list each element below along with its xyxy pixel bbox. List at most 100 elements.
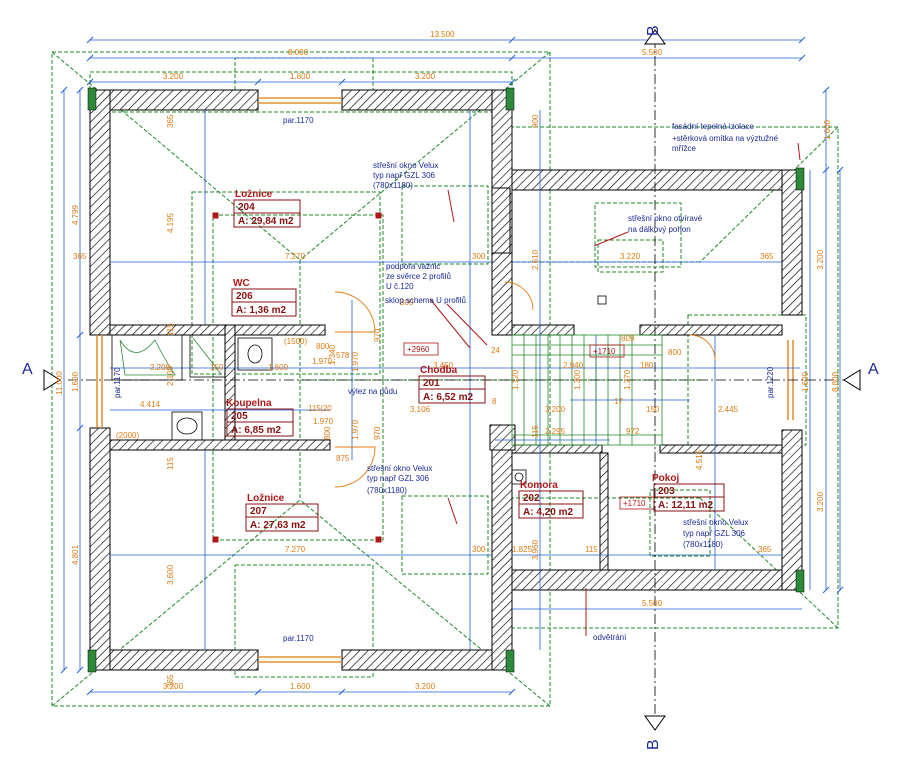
velux-markers <box>212 142 801 636</box>
dim-right-mid: 1.600 <box>801 371 810 392</box>
note-velux-right: střešní okno Velux typ např GZL 306 (780… <box>683 518 748 549</box>
room-area: A: 27,63 m2 <box>250 520 306 531</box>
svg-text:střešní okno Velux: střešní okno Velux <box>373 161 438 170</box>
dim-4195: 4.195 <box>166 212 175 233</box>
svg-text:(780x1180): (780x1180) <box>683 540 723 549</box>
dim-right-block-top: 5.500 <box>642 48 663 57</box>
dim-3106: 3.106 <box>410 405 431 414</box>
dim-1970-a: 1.970 <box>313 417 334 426</box>
room-label-203: Pokoj 203 A: 12,11 m2 <box>652 473 725 512</box>
dim-970-b: 970 <box>373 426 382 440</box>
corner-insulation <box>87 87 805 673</box>
section-mark-b-bottom: B <box>645 739 662 750</box>
note-slope: sklop schema U profilů <box>385 296 466 305</box>
dim-1970-c: 1.970 <box>351 351 360 372</box>
svg-text:+stěrková omítka na výztužné: +stěrková omítka na výztužné <box>672 134 779 143</box>
svg-text:(780x1180): (780x1180) <box>373 181 413 190</box>
dim-2209: 2.209 <box>150 363 171 372</box>
dim-7270-lower: 7.270 <box>285 545 306 554</box>
dim-bottom-seg3: 3.200 <box>415 682 436 691</box>
dim-800-a: 800 <box>316 342 330 351</box>
dim-875: 875 <box>336 454 350 463</box>
note-facade: fasádní tepelná izolace +stěrková omítka… <box>672 122 779 153</box>
dim-2000: (2000) <box>116 431 139 440</box>
dim-300-b: 300 <box>472 545 486 554</box>
dim-809: 809 <box>621 334 635 343</box>
staircase <box>511 334 663 446</box>
room-area: A: 1,36 m2 <box>236 305 286 316</box>
dim-bottom-right: 5.500 <box>642 599 663 608</box>
room-name: Chodba <box>420 365 458 376</box>
dim-right-upper: 3.200 <box>816 249 825 270</box>
windows <box>96 97 794 663</box>
svg-text:ze svěrce 2 profilů: ze svěrce 2 profilů <box>386 272 451 281</box>
room-label-207: Ložnice 207 A: 27,63 m2 <box>245 493 319 532</box>
room-area: A: 4,20 m2 <box>523 507 573 518</box>
note-velux-bottom: střešní okno Velux typ např GZL 306 (780… <box>367 464 432 495</box>
svg-text:na dálkový pohon: na dálkový pohon <box>628 225 691 234</box>
dim-180: 180 <box>640 361 654 370</box>
dimension-ticks <box>60 36 844 696</box>
dim-2445: 2.445 <box>718 405 739 414</box>
bath-fixtures <box>111 295 607 485</box>
dim-1120: 1.120 <box>511 369 520 390</box>
window-label-right: par.1220 <box>766 366 775 398</box>
svg-text:U č.120: U č.120 <box>386 282 414 291</box>
dim-top-seg3: 3.200 <box>415 72 436 81</box>
svg-text:fasádní tepelná izolace: fasádní tepelná izolace <box>672 122 754 131</box>
window-label-left: par.1170 <box>113 367 122 398</box>
window-label-bottom: par.1170 <box>283 634 314 643</box>
dim-150-b: 150 <box>646 405 660 414</box>
dim-1300: 1.300 <box>573 369 582 390</box>
dim-150-a: 150 <box>210 363 224 372</box>
dim-300-a: 300 <box>472 252 486 261</box>
dim-800-c: 800 <box>323 426 332 440</box>
dim-365-a: 365 <box>73 252 87 261</box>
room-label-205: Koupelna 205 A: 6,85 m2 <box>226 398 294 437</box>
dim-right-top: 1.600 <box>823 119 832 140</box>
dim-365-b: 365 <box>760 252 774 261</box>
dim-1340: 1.340 <box>328 344 337 365</box>
room-name: WC <box>233 278 250 289</box>
dim-top-seg2: 1.600 <box>290 72 311 81</box>
dim-3220: 3.220 <box>620 252 641 261</box>
dim-1825: 1.825 <box>512 545 533 554</box>
dim-8: 8 <box>492 397 497 406</box>
room-number: 203 <box>658 486 675 497</box>
dim-left-lower: 4.801 <box>71 544 80 565</box>
dim-24: 24 <box>491 346 500 355</box>
room-area: A: 6,85 m2 <box>231 425 281 436</box>
dim-365-d: 365 <box>166 114 175 128</box>
level-box-2960 <box>403 342 439 356</box>
dim-1270: 1.270 <box>623 369 632 390</box>
dim-bottom-seg1: 3.200 <box>163 682 184 691</box>
level-1710-b: +1710 <box>623 499 646 508</box>
level-box-1710-a <box>589 344 625 358</box>
door-swings <box>334 281 716 488</box>
dim-1500: (1500) <box>284 337 307 346</box>
room-label-202: Komora 202 A: 4,20 m2 <box>518 480 584 519</box>
dim-115-b: 115 <box>166 457 175 470</box>
dim-bottom-seg2: 1.600 <box>290 682 311 691</box>
svg-text:střešní okno Velux: střešní okno Velux <box>683 518 748 527</box>
room-number: 205 <box>231 411 248 422</box>
room-number: 206 <box>236 291 253 302</box>
dim-300-c: 300 <box>400 298 414 307</box>
dim-left-mid: 1.600 <box>71 371 80 392</box>
dim-1970-x: 1.970 <box>312 357 333 366</box>
svg-text:typ např GZL 306: typ např GZL 306 <box>367 474 430 483</box>
room-area: A: 12,11 m2 <box>658 500 713 511</box>
room-name: Ložnice <box>247 493 285 504</box>
dim-900: 900 <box>531 114 540 128</box>
note-attic-exit: výlez na půdu <box>348 387 397 396</box>
dim-overall-top: 13.500 <box>430 30 455 39</box>
note-remote-window: střešní okno otvíravé na dálkový pohon <box>628 214 703 234</box>
note-truss-support: podpora vaznic ze svěrce 2 profilů U č.1… <box>386 262 451 291</box>
dim-4414: 4.414 <box>140 400 161 409</box>
dim-800-b: 800 <box>668 348 682 357</box>
room-label-204: Ložnice 204 A: 29,84 m2 <box>233 189 301 228</box>
svg-text:mřížce: mřížce <box>672 144 697 153</box>
dim-left-overall: 11.000 <box>55 371 64 395</box>
dim-right-overall: 8.800 <box>831 371 840 392</box>
